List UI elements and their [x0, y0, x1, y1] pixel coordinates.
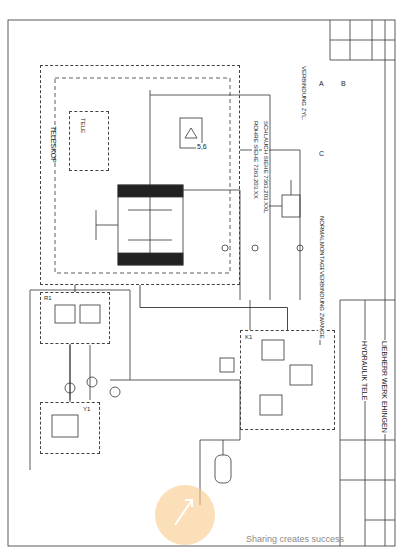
connection-point	[252, 245, 258, 251]
group-label: TELESKOP	[49, 126, 57, 163]
pipe	[150, 90, 300, 300]
valve-group: K1	[240, 330, 335, 430]
valve-symbol	[185, 128, 197, 138]
drawing-note: LIEBHERR WERK EHINGEN	[381, 340, 389, 434]
group-label: Y1	[83, 406, 90, 413]
cylinder-body	[118, 185, 183, 265]
valve-symbol	[260, 395, 282, 415]
drawing-note: A	[318, 80, 325, 88]
page-frame	[8, 20, 395, 546]
valve-symbol	[80, 305, 100, 323]
group-label: K1	[245, 334, 252, 341]
valve-group: R1	[40, 292, 110, 344]
watermark-arrow	[175, 500, 192, 525]
drawing-note: VERBINDUNG ZWANGE	[319, 270, 326, 340]
watermark-text: Sharing creates success	[245, 535, 345, 545]
drawing-note: 5,6	[196, 143, 208, 151]
drawing-note: NORMALMONTAGE	[319, 215, 326, 273]
drawing-note: B	[340, 80, 347, 88]
hydraulic-line	[70, 344, 71, 402]
valve-group: Y1	[40, 402, 100, 454]
valve-symbol	[262, 340, 284, 360]
drawing-note: SCHLAUCH SIEHE 7363.203.XXL	[263, 120, 270, 214]
pipe	[223, 300, 320, 455]
pressure-gauge	[110, 387, 120, 397]
hydraulic-line	[140, 285, 288, 330]
watermark-logo	[155, 485, 215, 545]
group-label: R1	[44, 295, 52, 302]
connection-point	[297, 245, 303, 251]
cylinder-foot	[118, 253, 183, 265]
pipe	[30, 290, 240, 505]
drawing-note: ROHRE SIEHE 7363.203.XX	[253, 120, 260, 200]
shutoff-valve	[282, 195, 300, 217]
hydraulic-line	[75, 285, 76, 292]
drawing-note: VERBINDUNG ZYL.	[301, 65, 308, 121]
inner-dashed-frame	[55, 78, 230, 273]
accumulator	[215, 455, 231, 483]
filter	[220, 358, 234, 372]
revision-table	[330, 20, 395, 60]
pressure-gauge	[87, 377, 97, 387]
group-label: TELE	[79, 118, 86, 133]
cylinder-head	[118, 185, 183, 197]
valve-symbol	[55, 305, 75, 323]
valve-group: TELE	[69, 111, 109, 171]
drawing-note: C	[318, 150, 325, 158]
drawing-note: HYDRAULIK TELE	[361, 340, 369, 401]
title-block	[340, 20, 395, 546]
cylinder-rod	[96, 197, 172, 253]
teleskop-group: TELESKOP TELE	[40, 65, 240, 285]
connection-point	[222, 245, 228, 251]
valve-symbol	[290, 365, 312, 385]
relief-valve	[52, 415, 78, 437]
